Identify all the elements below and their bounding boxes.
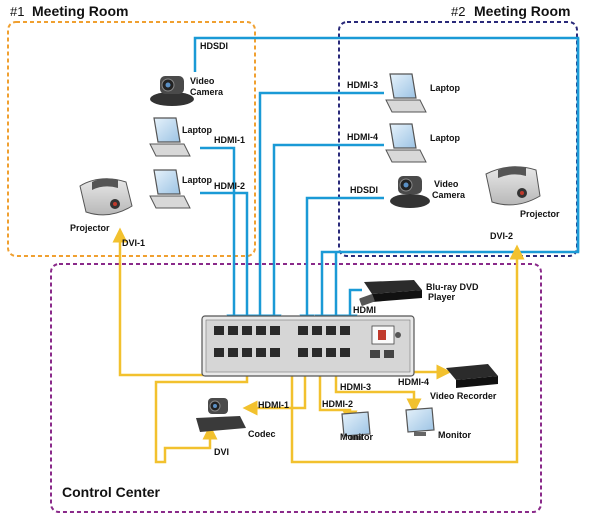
projector-2-label: Projector bbox=[520, 209, 560, 219]
video-camera-2 bbox=[390, 176, 430, 208]
video-recorder bbox=[446, 364, 498, 388]
room1-border bbox=[7, 21, 256, 257]
signal-dvi-2: DVI-2 bbox=[490, 231, 513, 241]
signal-hdsdi-2: HDSDI bbox=[350, 185, 378, 195]
control-center-border bbox=[50, 263, 542, 513]
cable-dvi-codec bbox=[154, 362, 249, 464]
room1-number: #1 bbox=[10, 4, 24, 19]
cable-hdsdi-room2 bbox=[299, 196, 384, 330]
cable-hdmi-bluray bbox=[342, 288, 362, 330]
monitor-2-label: Monitor bbox=[438, 430, 471, 440]
laptop-1 bbox=[149, 117, 191, 157]
room1-title: Meeting Room bbox=[32, 3, 128, 19]
video-camera-1 bbox=[150, 76, 194, 106]
signal-dvi-codec: DVI bbox=[214, 447, 229, 457]
laptop-2-label: Laptop bbox=[182, 175, 212, 185]
signal-hdmi-bluray: HDMI bbox=[353, 305, 376, 315]
cable-hdmi1 bbox=[200, 146, 242, 330]
signal-dvi-1: DVI-1 bbox=[122, 238, 145, 248]
codec bbox=[196, 398, 246, 432]
cable-hdmi2 bbox=[200, 191, 255, 330]
video-camera-1-label-line1: Video bbox=[190, 76, 215, 86]
signal-hdsdi-1: HDSDI bbox=[200, 41, 228, 51]
signal-hdmi-1: HDMI-1 bbox=[214, 135, 245, 145]
monitor-1-label: Monitor bbox=[340, 432, 373, 442]
laptop-3-label: Laptop bbox=[430, 83, 460, 93]
signal-out-hdmi-4: HDMI-4 bbox=[398, 377, 429, 387]
cable-hdmi4 bbox=[266, 143, 384, 330]
signal-hdmi-2: HDMI-2 bbox=[214, 181, 245, 191]
signal-hdmi-3: HDMI-3 bbox=[347, 80, 378, 90]
bluray-label-line1: Blu-ray DVD bbox=[426, 282, 479, 292]
signal-out-hdmi-2: HDMI-2 bbox=[322, 399, 353, 409]
room2-title: Meeting Room bbox=[474, 3, 570, 19]
projector-1 bbox=[79, 178, 133, 216]
room2-number: #2 bbox=[451, 4, 465, 19]
video-recorder-label: Video Recorder bbox=[430, 391, 497, 401]
laptop-3 bbox=[385, 73, 427, 113]
video-camera-2-label-line1: Video bbox=[434, 179, 459, 189]
laptop-4-label: Laptop bbox=[430, 133, 460, 143]
monitor-2 bbox=[405, 407, 435, 436]
codec-label: Codec bbox=[248, 429, 276, 439]
signal-out-hdmi-1: HDMI-1 bbox=[258, 400, 289, 410]
cable-out-hdmi3 bbox=[334, 362, 422, 414]
signal-out-hdmi-3: HDMI-3 bbox=[340, 382, 371, 392]
bluray-label-line2: Player bbox=[428, 292, 456, 302]
signal-hdmi-4: HDMI-4 bbox=[347, 132, 378, 142]
matrix-switcher bbox=[201, 315, 415, 377]
monitor-1 bbox=[341, 411, 371, 440]
cable-out-hdmi1 bbox=[242, 362, 307, 416]
control-center-title: Control Center bbox=[62, 484, 161, 500]
video-camera-1-label-line2: Camera bbox=[190, 87, 224, 97]
bluray-player bbox=[359, 280, 422, 306]
video-camera-2-label-line2: Camera bbox=[432, 190, 466, 200]
projector-1-label: Projector bbox=[70, 223, 110, 233]
laptop-4 bbox=[385, 123, 427, 163]
projector-2 bbox=[485, 166, 541, 206]
cable-hdmi3 bbox=[252, 91, 384, 330]
input-cables bbox=[193, 36, 580, 330]
laptop-2 bbox=[149, 169, 191, 209]
laptop-1-label: Laptop bbox=[182, 125, 212, 135]
